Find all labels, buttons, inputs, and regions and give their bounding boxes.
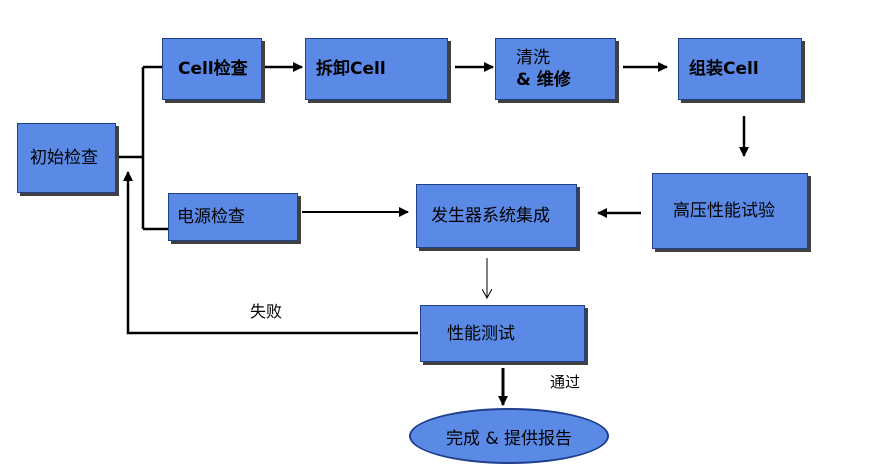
node-clean-repair-label-line1: 清洗 bbox=[516, 48, 550, 68]
node-initial-check-label: 初始检查 bbox=[30, 148, 98, 168]
node-power-check-label: 电源检查 bbox=[177, 207, 245, 227]
node-complete-report: 完成 & 提供报告 bbox=[409, 408, 609, 464]
node-generator-integration-label: 发生器系统集成 bbox=[431, 206, 550, 226]
edge-label-pass: 通过 bbox=[550, 373, 581, 391]
node-assemble-cell-label: 组装Cell bbox=[689, 59, 759, 79]
node-hv-performance-test-label: 高压性能试验 bbox=[673, 201, 775, 221]
node-generator-integration: 发生器系统集成 bbox=[416, 184, 577, 248]
node-cell-check-label: Cell检查 bbox=[178, 59, 248, 79]
node-disassemble-cell-label: 拆卸Cell bbox=[316, 59, 386, 79]
node-clean-repair: 清洗 & 维修 bbox=[495, 38, 616, 100]
node-cell-check: Cell检查 bbox=[162, 38, 262, 100]
node-initial-check: 初始检查 bbox=[17, 123, 116, 193]
node-assemble-cell: 组装Cell bbox=[678, 38, 802, 100]
node-disassemble-cell: 拆卸Cell bbox=[305, 38, 448, 100]
edge-label-fail: 失败 bbox=[250, 302, 283, 321]
node-complete-report-label: 完成 & 提供报告 bbox=[445, 428, 573, 449]
node-performance-test: 性能测试 bbox=[420, 305, 585, 362]
node-hv-performance-test: 高压性能试验 bbox=[652, 173, 808, 249]
node-power-check: 电源检查 bbox=[168, 193, 298, 241]
node-clean-repair-label-line2: & 维修 bbox=[516, 70, 571, 90]
arrow-fail-loop bbox=[123, 171, 418, 335]
node-performance-test-label: 性能测试 bbox=[447, 323, 515, 344]
